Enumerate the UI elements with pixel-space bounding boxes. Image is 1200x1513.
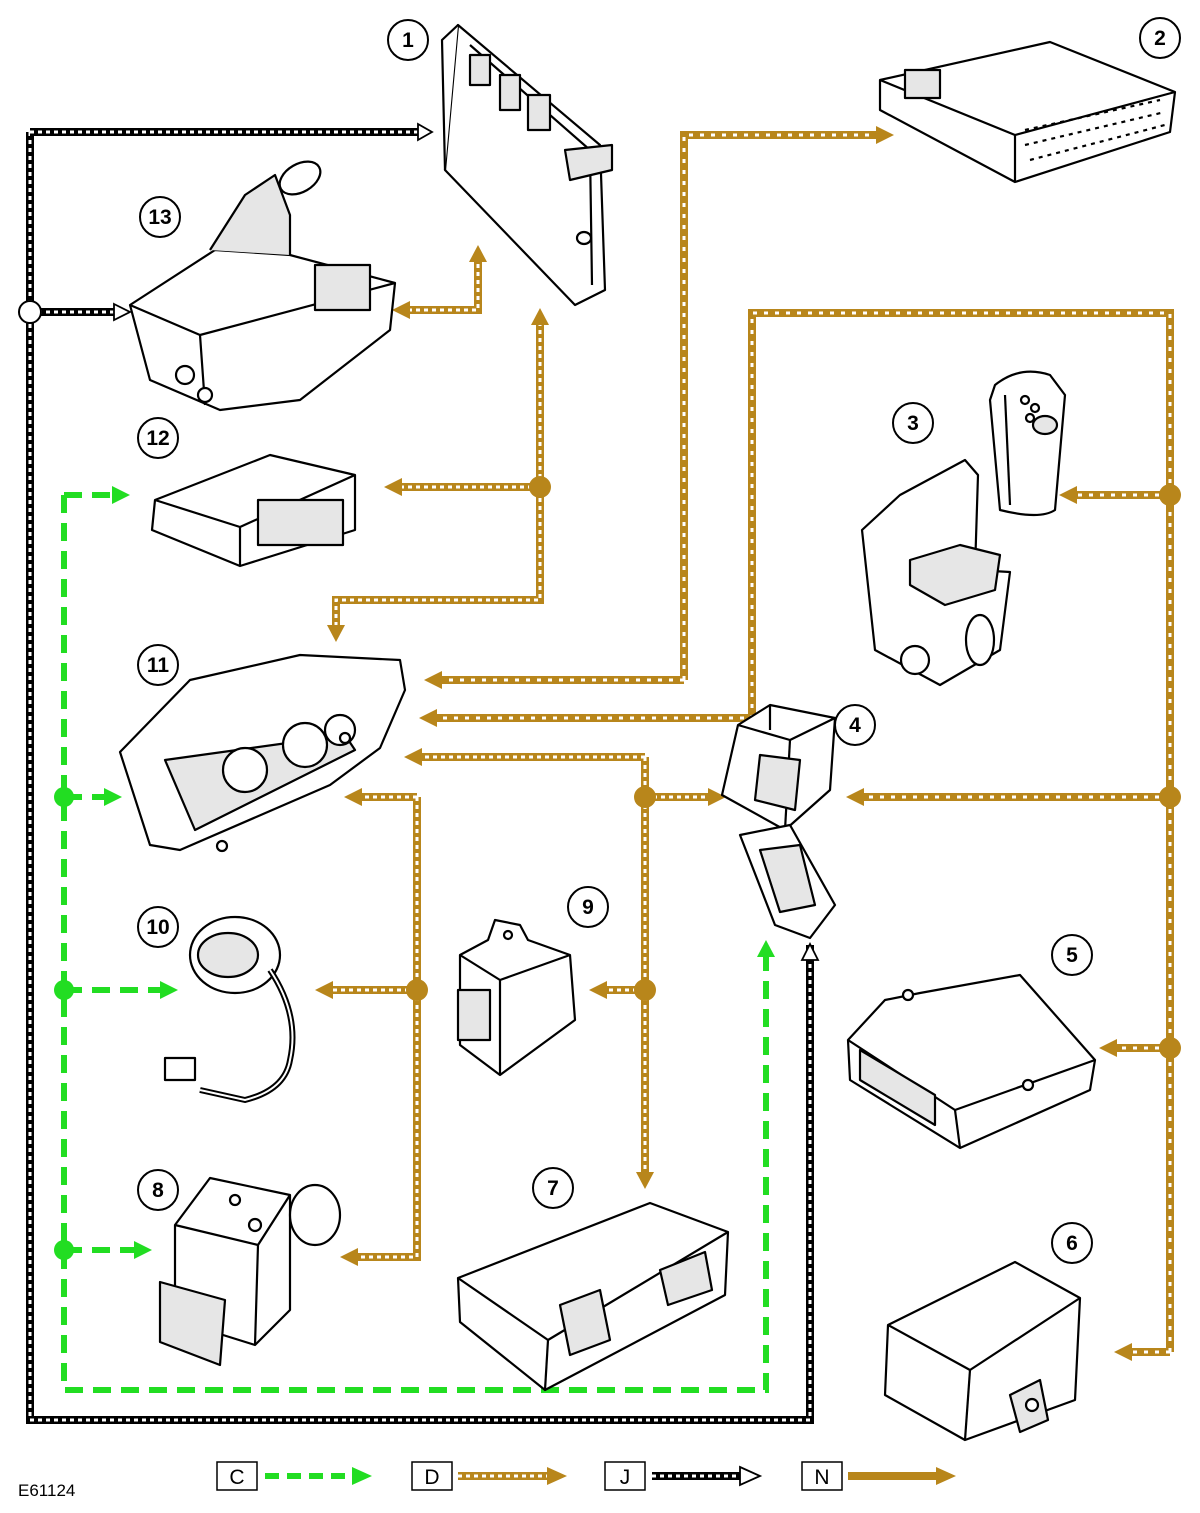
gateway-module-icon (150, 453, 357, 568)
callout-12: 12 (137, 417, 179, 459)
callout-5-label: 5 (1066, 944, 1078, 967)
callout-2: 2 (1139, 17, 1181, 59)
callout-7-label: 7 (547, 1177, 559, 1200)
ecm-module-icon (440, 23, 614, 307)
bus-j (18, 122, 820, 1424)
callout-8: 8 (137, 1169, 179, 1211)
bus-d (315, 245, 726, 1266)
callout-2-label: 2 (1154, 27, 1166, 50)
bus-n (419, 126, 1181, 1361)
transmission-valve-body-icon (128, 160, 397, 412)
callout-13: 13 (139, 196, 181, 238)
callout-3: 3 (892, 402, 934, 444)
legend-key-j: J (620, 1466, 631, 1489)
instrument-cluster-icon (118, 653, 407, 853)
actuator-module-icon (883, 1260, 1082, 1442)
ignition-switch-icon (720, 703, 837, 940)
legend-item-d: D (411, 1461, 567, 1491)
callout-13-label: 13 (148, 206, 171, 229)
callout-4-label: 4 (849, 714, 861, 737)
legend-key-c: C (229, 1466, 244, 1489)
wiring (18, 122, 1181, 1424)
callout-3-label: 3 (907, 412, 919, 435)
callout-1: 1 (387, 19, 429, 61)
component-drawings (118, 23, 1177, 1442)
can-junction-box-icon (878, 40, 1177, 184)
callout-4: 4 (834, 704, 876, 746)
callout-9-label: 9 (582, 896, 594, 919)
legend-item-c: C (216, 1461, 372, 1491)
legend-key-d: D (424, 1466, 439, 1489)
figure-reference: E61124 (18, 1481, 75, 1500)
callout-9: 9 (567, 886, 609, 928)
smart-key-dock-icon (860, 370, 1067, 687)
callout-6-label: 6 (1066, 1232, 1078, 1255)
legend-item-j: J (604, 1461, 763, 1491)
callout-12-label: 12 (146, 427, 169, 450)
callouts: 1 2 3 4 5 6 7 8 9 10 11 12 13 (137, 17, 1181, 1264)
bus-c-heads (54, 486, 775, 1260)
callout-7: 7 (532, 1167, 574, 1209)
legend: C D J N (216, 1461, 956, 1491)
callout-11: 11 (137, 644, 179, 686)
callout-10-label: 10 (146, 916, 169, 939)
callout-8-label: 8 (152, 1179, 164, 1202)
control-module-icon (846, 973, 1097, 1150)
body-module-icon (456, 1201, 730, 1392)
bus-j-node (18, 300, 42, 324)
legend-key-n: N (814, 1466, 829, 1489)
callout-1-label: 1 (402, 29, 414, 52)
callout-10: 10 (137, 906, 179, 948)
callout-6: 6 (1051, 1222, 1093, 1264)
steering-angle-sensor-icon (163, 915, 296, 1103)
callout-11-label: 11 (147, 654, 170, 677)
abs-pump-icon (158, 1176, 342, 1367)
legend-item-n: N (801, 1461, 956, 1491)
callout-5: 5 (1051, 934, 1093, 976)
relay-module-icon (456, 918, 577, 1077)
